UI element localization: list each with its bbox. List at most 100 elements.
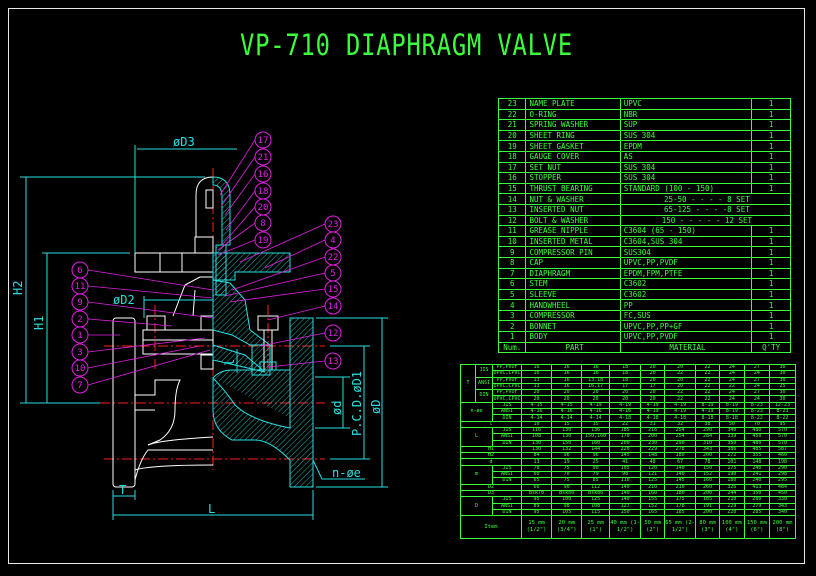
item-label: Item xyxy=(460,515,522,540)
dim-value: 4-14 xyxy=(551,414,583,422)
dim-value: 4-19 xyxy=(608,401,642,410)
dim-value: 105 xyxy=(551,508,583,517)
part-material: PP xyxy=(619,299,753,311)
dim-value: 105 xyxy=(608,464,642,473)
part-qty: 1 xyxy=(751,225,791,237)
part-name: COMPRESSOR xyxy=(525,309,621,322)
size-label: 50 mm (2") xyxy=(640,515,665,540)
part-name: SLEEVE xyxy=(525,288,621,301)
part-name: HANDWHEEL xyxy=(525,299,621,311)
balloon-13 xyxy=(324,352,342,370)
part-set-quantity: 65-125 - - - -8 SET xyxy=(619,203,792,216)
size-label: 80 mm (3") xyxy=(695,515,720,540)
dim-value: 75 xyxy=(551,464,583,473)
balloon-14 xyxy=(324,297,342,315)
part-number: 5 xyxy=(497,288,527,301)
balloon-12 xyxy=(324,324,342,342)
dim-label-d: ød xyxy=(330,401,344,415)
balloon-number: 14 xyxy=(328,302,339,312)
balloon-4 xyxy=(324,231,342,249)
leader-line xyxy=(231,256,326,291)
dim-group-label: L xyxy=(460,426,493,447)
balloon-number: 16 xyxy=(258,170,269,180)
part-number: 23 xyxy=(497,98,527,110)
balloon-1 xyxy=(71,326,89,344)
dim-material-label: UPVC,CPVC xyxy=(492,370,522,378)
dim-value: 254 xyxy=(663,426,697,435)
balloon-10 xyxy=(71,359,89,377)
dim-value: 198 xyxy=(768,458,797,466)
dim-value: 25 xyxy=(768,382,797,391)
part-qty: 1 xyxy=(751,267,791,280)
leader-line xyxy=(224,173,256,216)
dim-value: 170 xyxy=(608,433,642,441)
part-qty: 1 xyxy=(751,309,791,322)
dim-value: 145 xyxy=(608,452,642,460)
dim-value: 340 xyxy=(768,508,797,517)
part-name: DIAPHRAGM xyxy=(525,267,621,280)
dim-value: 20 xyxy=(551,389,583,397)
part-number: 21 xyxy=(497,119,527,131)
dim-value: 8-23 xyxy=(768,408,797,416)
size-label: 15 mm (1/2") xyxy=(520,515,553,540)
header-part: PART xyxy=(525,341,621,354)
valve-section-hatched xyxy=(212,176,314,488)
leader-line xyxy=(217,222,256,251)
part-material: UPVC,PP,PVDF xyxy=(619,331,753,343)
dim-value: 220 xyxy=(608,445,642,454)
size-label: 200 mm (8") xyxy=(768,515,797,540)
dim-value: 12-23 xyxy=(768,401,797,410)
dim-value: 96 xyxy=(551,452,583,460)
dim-value: 32 xyxy=(663,420,697,428)
part-qty: 1 xyxy=(751,278,791,290)
dim-value: 185 xyxy=(663,508,697,517)
balloon-number: 21 xyxy=(258,153,269,163)
balloon-number: 17 xyxy=(258,136,269,146)
dim-value: 18 xyxy=(608,370,642,378)
balloon-number: 23 xyxy=(328,220,339,230)
dim-value: 130 xyxy=(551,433,583,441)
size-label: 150 mm (6") xyxy=(743,515,770,540)
leader-line xyxy=(224,272,326,297)
dim-value: 30 xyxy=(768,370,797,378)
part-material: SUS 304 xyxy=(619,172,753,184)
dim-value: 20 xyxy=(608,389,642,397)
leader-line xyxy=(267,360,326,368)
balloon-8 xyxy=(254,214,272,232)
dim-value: 180 xyxy=(663,489,697,498)
leader-line xyxy=(87,285,213,299)
dim-group-label: n-øe xyxy=(460,401,493,422)
dim-value: 127 xyxy=(608,502,642,510)
dim-material-label: UPVC,CPVC xyxy=(492,382,522,391)
dim-value: 22 xyxy=(608,420,642,428)
part-qty: 1 xyxy=(751,299,791,311)
leader-line xyxy=(87,345,201,369)
dim-label-l: L xyxy=(208,502,215,516)
dim-value: 254 xyxy=(663,433,697,441)
dim-value: 70 xyxy=(551,471,583,479)
balloon-number: 9 xyxy=(77,298,82,308)
leader-line xyxy=(239,223,326,263)
part-material: UPVC,PP,PP+GF xyxy=(619,320,753,333)
dim-label-t: T xyxy=(119,483,126,497)
leader-line xyxy=(87,349,211,386)
dim-value: 570 xyxy=(768,426,797,435)
part-qty: 1 xyxy=(751,108,791,121)
dim-value: 460 xyxy=(768,452,797,460)
dim-value: 18 xyxy=(608,376,642,384)
